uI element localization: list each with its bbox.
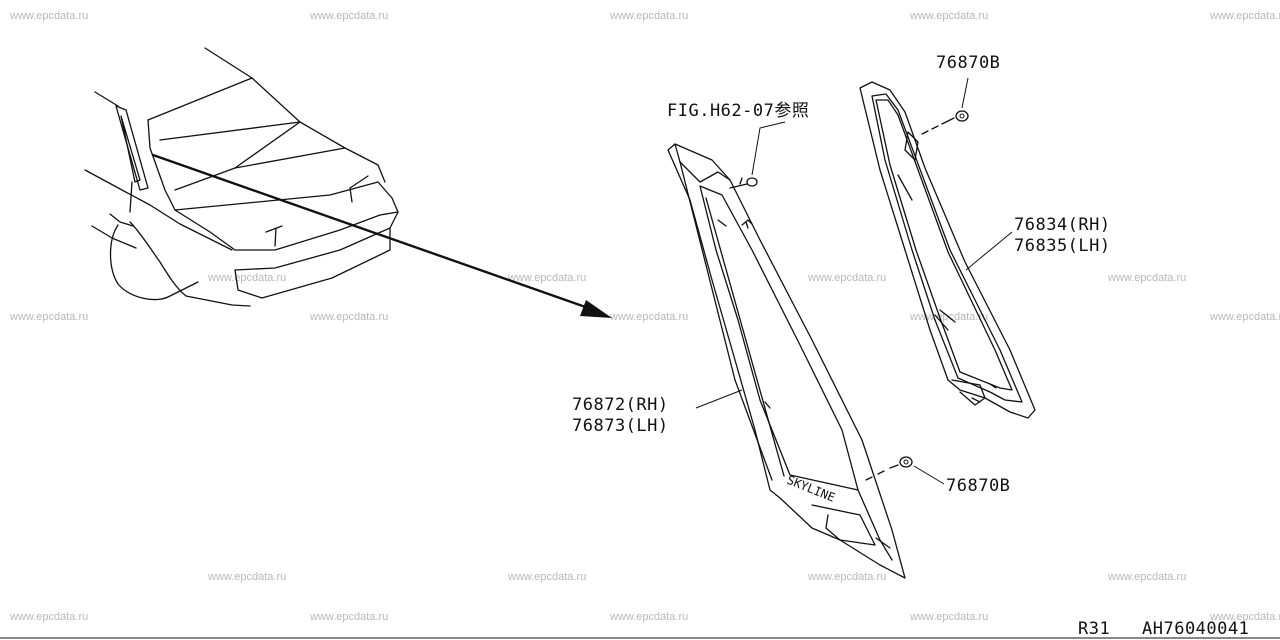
callout-glass-lh: 76835(LH) <box>1014 236 1111 256</box>
watermark-text: www.epcdata.ru <box>310 311 389 323</box>
pointer-arrow <box>151 153 612 318</box>
callout-clip-top: 76870B <box>936 53 1001 73</box>
watermark-text: www.epcdata.ru <box>610 311 689 323</box>
watermark-text: www.epcdata.ru <box>508 272 587 284</box>
watermark-text: www.epcdata.ru <box>910 611 989 623</box>
watermark-text: www.epcdata.ru <box>1210 311 1280 323</box>
watermark-text: www.epcdata.ru <box>808 571 887 583</box>
callout-finisher-rh: 76872(RH) <box>572 395 669 415</box>
watermark-text: www.epcdata.ru <box>208 571 287 583</box>
car-rear-sketch <box>84 47 399 307</box>
watermark-text: www.epcdata.ru <box>1210 611 1280 623</box>
clip-top <box>921 110 969 135</box>
footer-model: R31 <box>1078 619 1111 639</box>
callout-clip-bottom: 76870B <box>946 476 1011 496</box>
skyline-emblem: SKYLINE <box>785 473 837 505</box>
watermark-text: www.epcdata.ru <box>208 272 287 284</box>
watermark-text: www.epcdata.ru <box>508 571 587 583</box>
quarter-glass <box>859 81 1036 419</box>
callout-finisher-lh: 76873(LH) <box>572 416 669 436</box>
watermark-text: www.epcdata.ru <box>10 311 89 323</box>
clip-bottom <box>865 456 913 481</box>
quarter-finisher: SKYLINE <box>667 143 906 579</box>
watermark-text: www.epcdata.ru <box>910 10 989 22</box>
watermark-text: www.epcdata.ru <box>10 611 89 623</box>
watermark-text: www.epcdata.ru <box>1210 10 1280 22</box>
callout-glass-rh: 76834(RH) <box>1014 215 1111 235</box>
leader-lines <box>695 77 1013 485</box>
watermark-text: www.epcdata.ru <box>808 272 887 284</box>
watermark-text: www.epcdata.ru <box>1108 272 1187 284</box>
footer-code: AH76040041 <box>1142 619 1250 639</box>
watermark-text: www.epcdata.ru <box>10 10 89 22</box>
watermark-text: www.epcdata.ru <box>310 611 389 623</box>
watermark-text: www.epcdata.ru <box>610 611 689 623</box>
callout-fig-reference: FIG.H62-07参照 <box>667 101 810 121</box>
watermark-text: www.epcdata.ru <box>310 10 389 22</box>
clip-upper-left <box>729 177 758 189</box>
watermark-text: www.epcdata.ru <box>610 10 689 22</box>
watermark-text: www.epcdata.ru <box>1108 571 1187 583</box>
